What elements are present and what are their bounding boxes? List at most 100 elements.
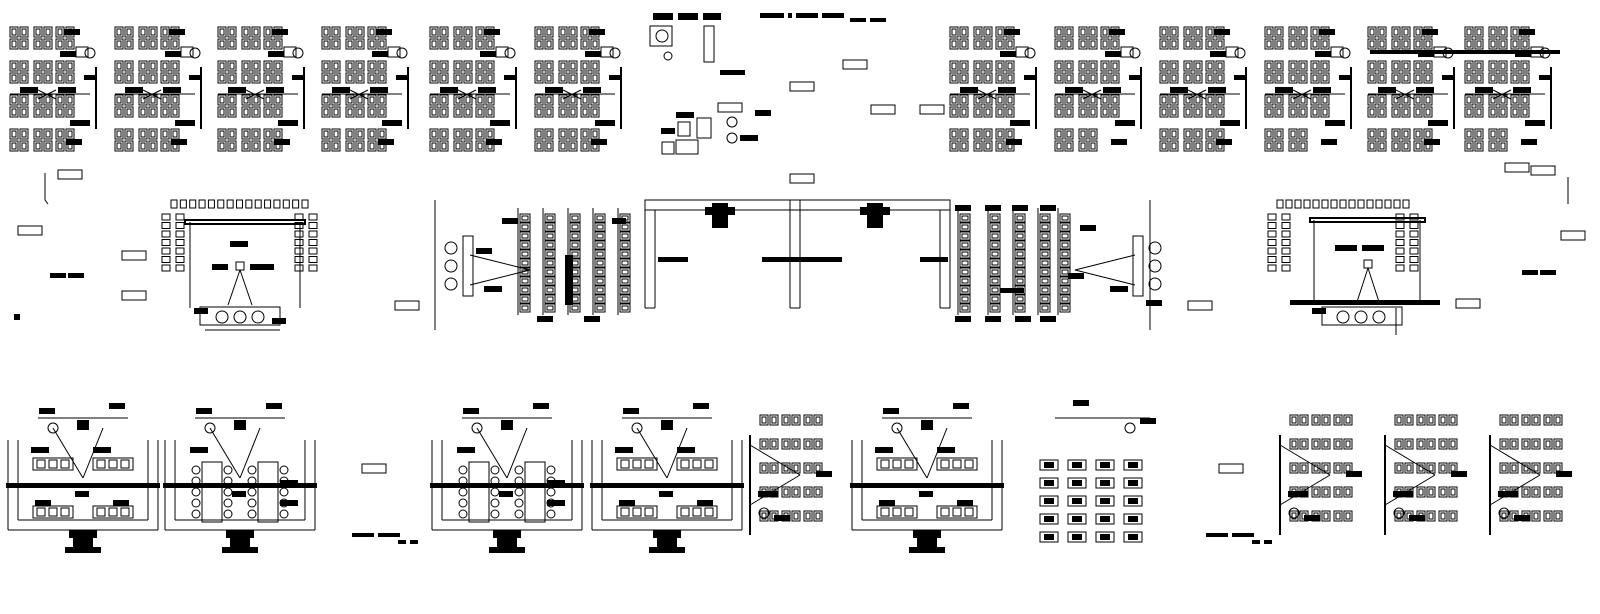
chair <box>1171 40 1177 48</box>
chair <box>1171 130 1177 138</box>
chair <box>45 130 51 138</box>
long-table <box>257 461 279 523</box>
desk <box>1438 462 1448 474</box>
desk <box>1448 486 1458 498</box>
seat <box>519 222 531 232</box>
chair <box>1476 96 1482 104</box>
tag-box <box>919 104 945 115</box>
chair <box>11 108 17 116</box>
chair <box>1323 440 1329 448</box>
chair <box>140 40 146 48</box>
label-tag <box>1040 205 1056 211</box>
column-block <box>909 547 945 553</box>
chair <box>21 28 27 36</box>
label-tag <box>619 500 635 506</box>
desk <box>759 438 769 450</box>
seat-back <box>1041 296 1049 302</box>
desk <box>1320 38 1330 50</box>
desk <box>1367 140 1377 152</box>
desk <box>160 60 170 72</box>
desk <box>1404 462 1414 474</box>
chair <box>1555 488 1561 496</box>
desk <box>1413 128 1423 140</box>
desk <box>1183 38 1193 50</box>
chair <box>1501 512 1507 520</box>
chair <box>1369 62 1375 70</box>
desk <box>791 438 801 450</box>
chair <box>490 487 500 497</box>
chair <box>223 465 233 475</box>
chair <box>536 108 542 116</box>
desk <box>568 38 578 50</box>
desk <box>1310 60 1320 72</box>
desk <box>1205 128 1215 140</box>
desk <box>590 106 600 118</box>
chair <box>1476 108 1482 116</box>
label-tag <box>591 139 607 145</box>
desk <box>1193 140 1203 152</box>
chair <box>229 62 235 70</box>
chair <box>1395 247 1405 255</box>
chair <box>1490 74 1496 82</box>
chair <box>1185 62 1191 70</box>
desk <box>803 462 813 474</box>
desk <box>769 414 779 426</box>
label-tag <box>1110 286 1128 292</box>
seat-back <box>1016 296 1024 302</box>
chair <box>1428 512 1434 520</box>
speaker-circle <box>444 277 458 291</box>
seat-back <box>621 278 629 284</box>
label-tag <box>332 87 350 93</box>
desk <box>1391 60 1401 72</box>
label-tag <box>266 403 282 409</box>
desk <box>345 106 355 118</box>
label-tag <box>1304 515 1320 521</box>
seat <box>1014 303 1026 313</box>
desk <box>1183 106 1193 118</box>
chair <box>333 62 339 70</box>
chair <box>1185 142 1191 150</box>
chair <box>253 62 259 70</box>
desk <box>544 94 554 106</box>
chair <box>951 62 957 70</box>
seat-back <box>621 242 629 248</box>
chair <box>369 62 375 70</box>
chair <box>961 28 967 36</box>
chair <box>620 507 630 517</box>
chair <box>1207 108 1213 116</box>
desk <box>1426 510 1436 522</box>
chair <box>161 239 171 246</box>
desk <box>973 72 983 84</box>
seat-back <box>621 224 629 230</box>
desk <box>959 38 969 50</box>
desk <box>148 72 158 84</box>
desk <box>114 72 124 84</box>
chair <box>96 459 106 469</box>
speaker-circle <box>758 507 770 519</box>
chair <box>1512 74 1518 82</box>
chair <box>536 40 542 48</box>
chair <box>431 28 437 36</box>
desk <box>9 140 19 152</box>
chair <box>1312 108 1318 116</box>
leader-line <box>1489 474 1541 506</box>
seat <box>1039 231 1051 241</box>
desk <box>1413 72 1423 84</box>
chair <box>487 108 493 116</box>
desk <box>1498 140 1508 152</box>
seat-back <box>961 233 969 239</box>
chair <box>1207 62 1213 70</box>
boardroom-left <box>14 169 318 331</box>
chair <box>253 130 259 138</box>
chair <box>172 130 178 138</box>
chair <box>140 62 146 70</box>
desk <box>1488 94 1498 106</box>
desk <box>1159 26 1169 38</box>
desk <box>558 128 568 140</box>
lectern <box>1132 235 1144 297</box>
desk <box>995 94 1005 106</box>
label-tag <box>1521 139 1537 145</box>
desk <box>345 38 355 50</box>
chair <box>1276 74 1282 82</box>
title-bar <box>822 13 844 18</box>
